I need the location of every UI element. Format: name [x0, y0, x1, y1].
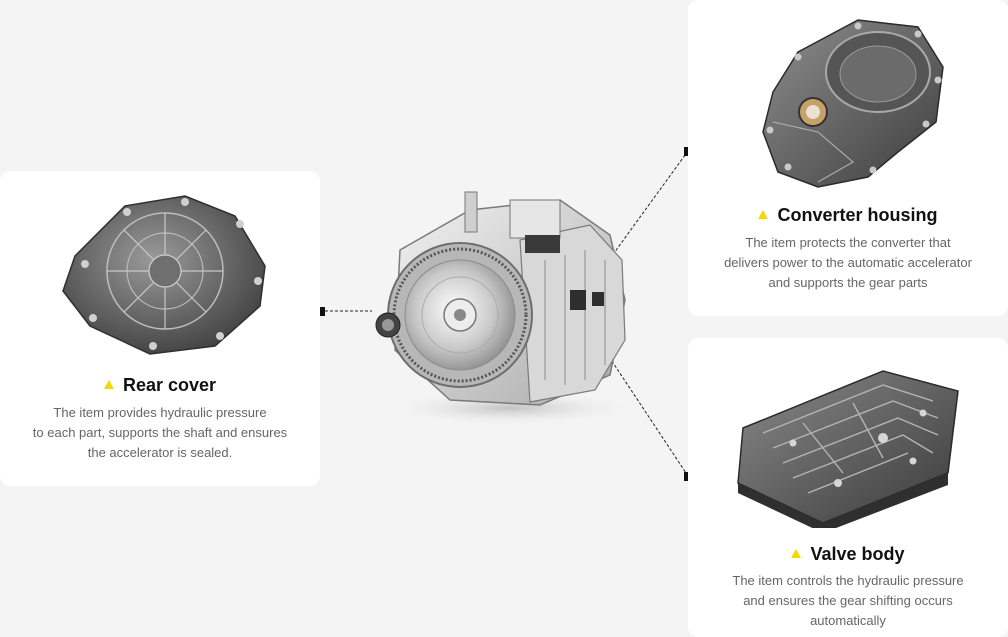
converter-housing-card: Converter housing The item protects the …	[688, 0, 1008, 316]
converter-housing-desc-line: delivers power to the automatic accelera…	[724, 255, 972, 270]
converter-housing-desc-line: and supports the gear parts	[768, 275, 928, 290]
rear-cover-title: Rear cover	[0, 375, 320, 396]
valve-body-desc-line: and ensures the gear shifting occurs	[743, 593, 953, 608]
valve-body-desc-line: The item controls the hydraulic pressure	[732, 573, 964, 588]
triangle-icon	[103, 380, 114, 389]
converter-housing-description: The item protects the converter that del…	[698, 233, 998, 293]
rear-cover-title-text: Rear cover	[122, 375, 217, 395]
rear-cover-desc-line: the accelerator is sealed.	[87, 445, 233, 460]
valve-body-card: Valve body The item controls the hydraul…	[688, 338, 1008, 637]
triangle-icon	[758, 210, 769, 219]
converter-housing-desc-line: The item protects the converter that	[745, 235, 951, 250]
callout-dot-rear-cover	[316, 307, 325, 316]
converter-housing-title-text: Converter housing	[777, 205, 938, 225]
converter-housing-image	[762, 19, 944, 188]
valve-body-image	[737, 370, 959, 528]
rear-cover-image	[62, 195, 266, 355]
valve-body-title: Valve body	[688, 544, 1008, 565]
valve-body-title-text: Valve body	[810, 544, 905, 564]
triangle-icon	[791, 549, 802, 558]
rear-cover-desc-line: The item provides hydraulic pressure	[53, 405, 267, 420]
valve-body-desc-line: automatically	[810, 613, 886, 628]
transmission-image	[375, 191, 640, 426]
rear-cover-description: The item provides hydraulic pressure to …	[10, 403, 310, 463]
converter-housing-title: Converter housing	[688, 205, 1008, 226]
rear-cover-desc-line: to each part, supports the shaft and ens…	[32, 425, 288, 440]
valve-body-description: The item controls the hydraulic pressure…	[698, 571, 998, 631]
rear-cover-card: Rear cover The item provides hydraulic p…	[0, 171, 320, 486]
